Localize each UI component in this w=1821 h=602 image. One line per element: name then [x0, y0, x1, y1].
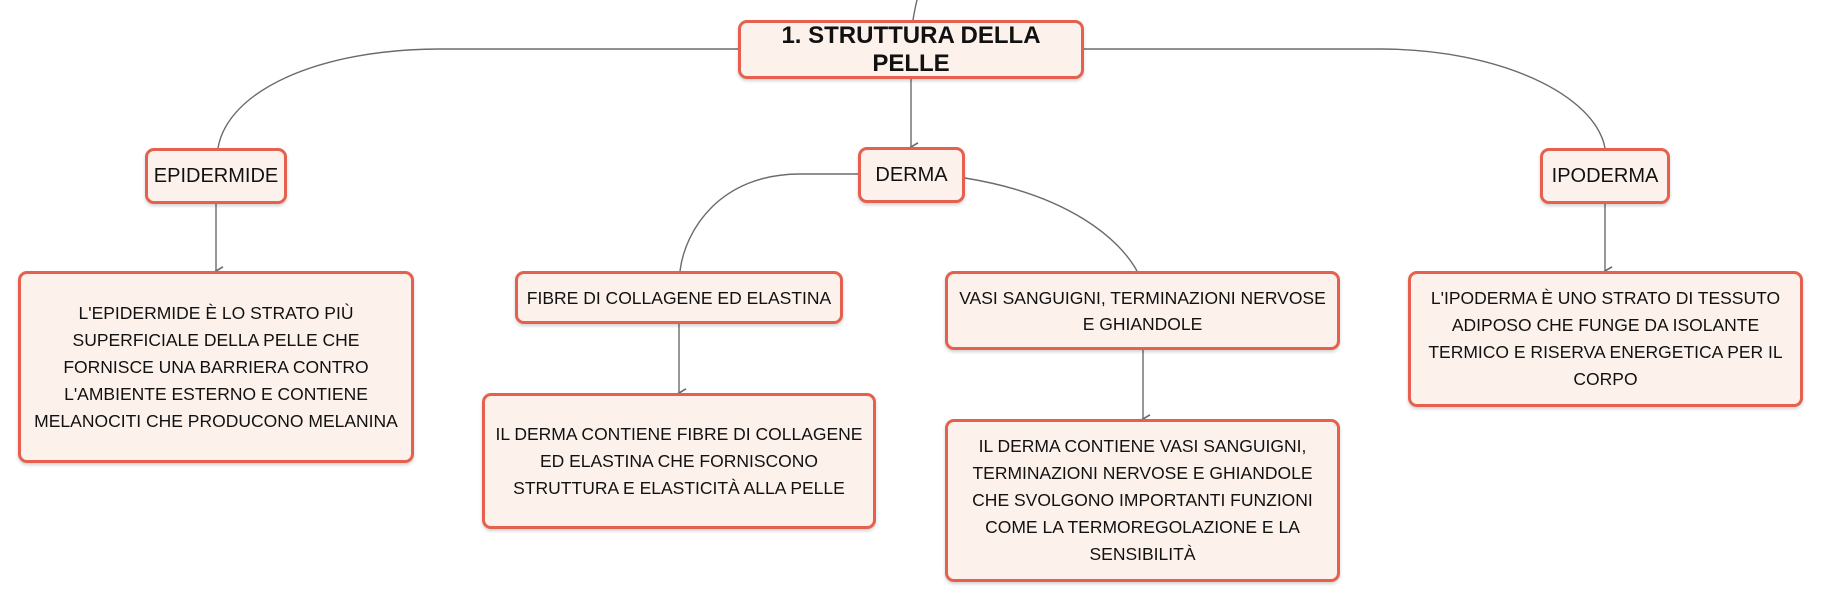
- connector-root-to-epidermide: [217, 48, 738, 149]
- connector-root-to-ipoderma: [1084, 48, 1606, 149]
- topic-fibre-collagene[interactable]: FIBRE DI COLLAGENE ED ELASTINA: [515, 271, 843, 324]
- description-epidermide-text: L'EPIDERMIDE È LO STRATO PIÙ SUPERFICIAL…: [34, 302, 398, 431]
- connector-derma-to-vasi: [964, 177, 1138, 272]
- topic-ipoderma[interactable]: IPODERMA: [1540, 148, 1670, 204]
- description-ipoderma[interactable]: L'IPODERMA È UNO STRATO DI TESSUTO ADIPO…: [1408, 271, 1803, 407]
- topic-epidermide-label: EPIDERMIDE: [153, 164, 279, 187]
- topic-epidermide[interactable]: EPIDERMIDE: [145, 148, 287, 204]
- description-fibre-collagene[interactable]: IL DERMA CONTIENE FIBRE DI COLLAGENE ED …: [482, 393, 876, 529]
- topic-vasi-sanguigni-label: VASI SANGUIGNI, TERMINAZIONI NERVOSE E G…: [959, 287, 1326, 334]
- topic-ipoderma-label: IPODERMA: [1551, 164, 1659, 187]
- description-vasi-sanguigni[interactable]: IL DERMA CONTIENE VASI SANGUIGNI, TERMIN…: [945, 419, 1340, 582]
- description-ipoderma-text: L'IPODERMA È UNO STRATO DI TESSUTO ADIPO…: [1428, 288, 1783, 389]
- description-epidermide[interactable]: L'EPIDERMIDE È LO STRATO PIÙ SUPERFICIAL…: [18, 271, 414, 463]
- connector-derma-to-fibre: [679, 173, 860, 272]
- description-vasi-sanguigni-text: IL DERMA CONTIENE VASI SANGUIGNI, TERMIN…: [972, 436, 1313, 564]
- topic-root-label: 1. STRUTTURA DELLA PELLE: [781, 21, 1041, 77]
- description-fibre-collagene-text: IL DERMA CONTIENE FIBRE DI COLLAGENE ED …: [495, 423, 863, 498]
- topic-root[interactable]: 1. STRUTTURA DELLA PELLE: [738, 20, 1084, 79]
- topic-vasi-sanguigni[interactable]: VASI SANGUIGNI, TERMINAZIONI NERVOSE E G…: [945, 271, 1340, 350]
- connector-parent-to-root: [912, 0, 918, 21]
- topic-derma[interactable]: DERMA: [858, 147, 965, 203]
- topic-derma-label: DERMA: [875, 163, 948, 186]
- topic-fibre-collagene-label: FIBRE DI COLLAGENE ED ELASTINA: [526, 287, 832, 308]
